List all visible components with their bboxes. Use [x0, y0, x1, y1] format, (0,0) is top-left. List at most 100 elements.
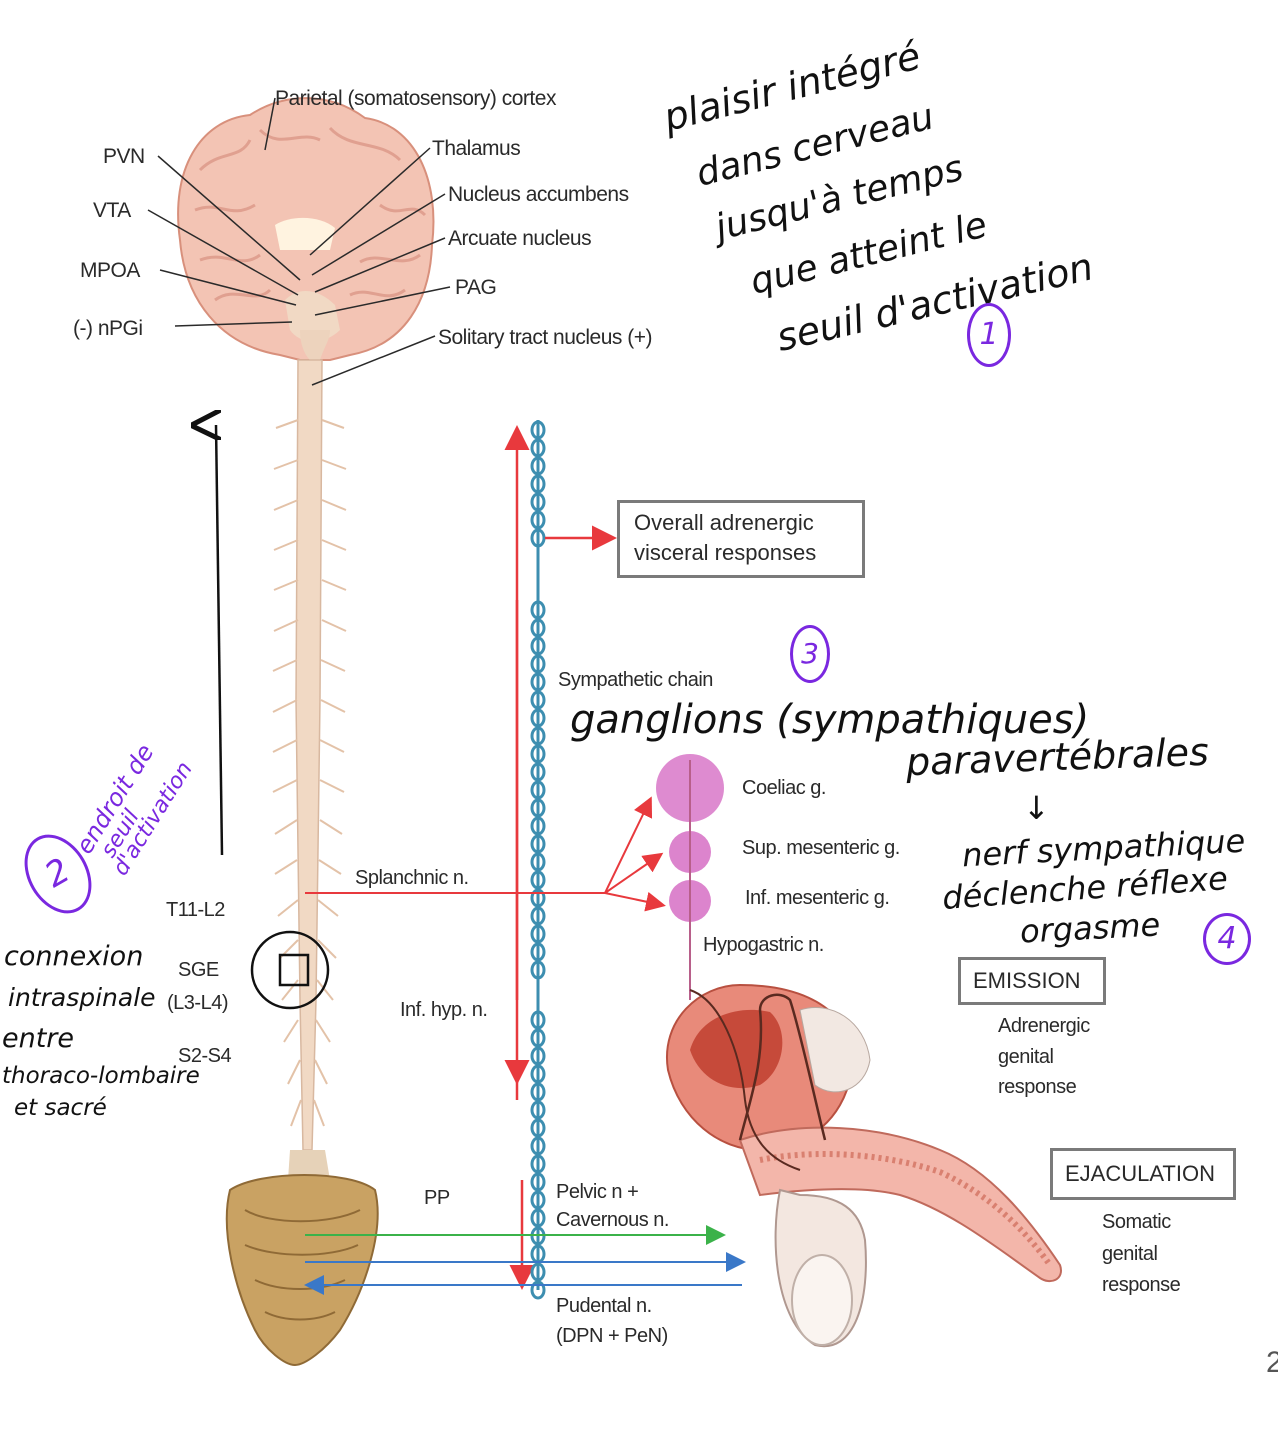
brain	[177, 97, 435, 361]
label-parietal-cortex: Parietal (somatosensory) cortex	[275, 87, 556, 110]
chain-bead	[530, 960, 546, 980]
chain-bead	[530, 1262, 546, 1282]
chain-bead	[530, 600, 546, 620]
chain-bead	[530, 438, 546, 458]
chain-bead	[530, 906, 546, 926]
somatic-response-1: Somatic	[1102, 1211, 1171, 1233]
emission-box: EMISSION	[958, 957, 1106, 1005]
label-inf-mesenteric: Inf. mesenteric g.	[745, 887, 890, 909]
label-pp: PP	[424, 1187, 450, 1209]
label-sge: SGE	[178, 959, 219, 981]
label-pudendal-1: Pudental n.	[556, 1295, 652, 1317]
note1-number-circle: 1	[967, 303, 1011, 367]
handwritten-up-arrow	[216, 425, 224, 856]
note3-line1: ganglions (sympathiques)	[570, 697, 1090, 743]
chain-bead	[530, 492, 546, 512]
sacrum	[225, 1174, 379, 1367]
label-coeliac: Coeliac g.	[742, 777, 826, 799]
page-number-fragment: 2	[1266, 1346, 1278, 1379]
label-solitary-tract: Solitary tract nucleus (+)	[438, 326, 653, 349]
note4-line3: orgasme	[1019, 905, 1162, 951]
adrenergic-response-3: response	[998, 1076, 1077, 1098]
sge-circle-annotation	[250, 930, 330, 1010]
label-t11-l2: T11-L2	[166, 899, 225, 921]
note-connexion-3: entre	[2, 1023, 75, 1054]
chain-bead	[530, 942, 546, 962]
label-hypogastric: Hypogastric n.	[703, 934, 824, 956]
chain-bead	[530, 762, 546, 782]
ejaculation-box: EJACULATION	[1050, 1148, 1236, 1200]
chain-bead	[530, 1082, 546, 1102]
sympathetic-chain	[530, 420, 546, 1300]
note-connexion-2: intraspinale	[8, 983, 156, 1012]
chain-bead	[530, 1118, 546, 1138]
label-s2-s4: S2-S4	[178, 1045, 232, 1067]
adrenergic-response-box: Overall adrenergic visceral responses	[617, 500, 865, 578]
ganglia	[656, 754, 724, 1000]
chain-bead	[530, 1100, 546, 1120]
chain-bead	[530, 1154, 546, 1174]
chain-bead	[530, 852, 546, 872]
label-nucleus-accumbens: Nucleus accumbens	[448, 183, 629, 206]
spinal-cord	[272, 359, 347, 1180]
label-vta: VTA	[93, 199, 131, 222]
chain-bead	[530, 1208, 546, 1228]
genital-anatomy	[665, 983, 1062, 1348]
label-pelvic-2: Cavernous n.	[556, 1209, 669, 1231]
label-inf-hyp: Inf. hyp. n.	[400, 999, 488, 1021]
label-npgi: (-) nPGi	[73, 317, 143, 340]
brain-leader-lines	[147, 97, 451, 386]
chain-bead	[530, 618, 546, 638]
label-l3-l4: (L3-L4)	[167, 992, 228, 1014]
note3-number-circle: 3	[790, 625, 830, 683]
label-arcuate-nucleus: Arcuate nucleus	[448, 227, 592, 250]
chain-bead	[530, 690, 546, 710]
chain-bead	[530, 1046, 546, 1066]
label-sympathetic-chain: Sympathetic chain	[558, 669, 713, 691]
chain-bead	[530, 1190, 546, 1210]
chain-bead	[530, 1010, 546, 1030]
chain-bead	[530, 1064, 546, 1084]
chain-bead	[530, 672, 546, 692]
note3-line2: paravertébrales	[905, 729, 1210, 785]
label-sup-mesenteric: Sup. mesenteric g.	[742, 837, 900, 859]
chain-bead	[530, 924, 546, 944]
chain-bead	[530, 816, 546, 836]
chain-bead	[530, 474, 546, 494]
note3-arrow: ↓	[1023, 789, 1050, 827]
note-connexion-1: connexion	[4, 941, 144, 972]
chain-bead	[530, 888, 546, 908]
label-splanchnic: Splanchnic n.	[355, 867, 469, 889]
note-connexion-5: et sacré	[14, 1095, 107, 1121]
chain-bead	[530, 1028, 546, 1048]
chain-bead	[530, 528, 546, 548]
chain-bead	[530, 1280, 546, 1300]
adrenergic-box-line2: visceral responses	[634, 540, 817, 565]
chain-bead	[530, 726, 546, 746]
label-thalamus: Thalamus	[432, 137, 521, 160]
chain-bead	[530, 798, 546, 818]
label-pag: PAG	[455, 276, 497, 299]
label-mpoa: MPOA	[80, 259, 140, 282]
chain-bead	[530, 1172, 546, 1192]
chain-bead	[530, 1136, 546, 1156]
adrenergic-response-2: genital	[998, 1046, 1054, 1068]
chain-bead	[530, 654, 546, 674]
label-pudendal-2: (DPN + PeN)	[556, 1325, 668, 1347]
adrenergic-response-1: Adrenergic	[998, 1015, 1090, 1037]
chain-bead	[530, 834, 546, 854]
chain-bead	[530, 636, 546, 656]
chain-bead	[530, 744, 546, 764]
somatic-response-3: response	[1102, 1274, 1181, 1296]
note-connexion-4: thoraco-lombaire	[2, 1063, 200, 1089]
label-pelvic-1: Pelvic n +	[556, 1181, 639, 1203]
chain-bead	[530, 420, 546, 440]
chain-bead	[530, 708, 546, 728]
adrenergic-box-line1: Overall adrenergic	[634, 510, 814, 535]
chain-bead	[530, 870, 546, 890]
chain-bead	[530, 510, 546, 530]
note4-number-circle: 4	[1203, 913, 1251, 965]
label-pvn: PVN	[103, 145, 145, 168]
